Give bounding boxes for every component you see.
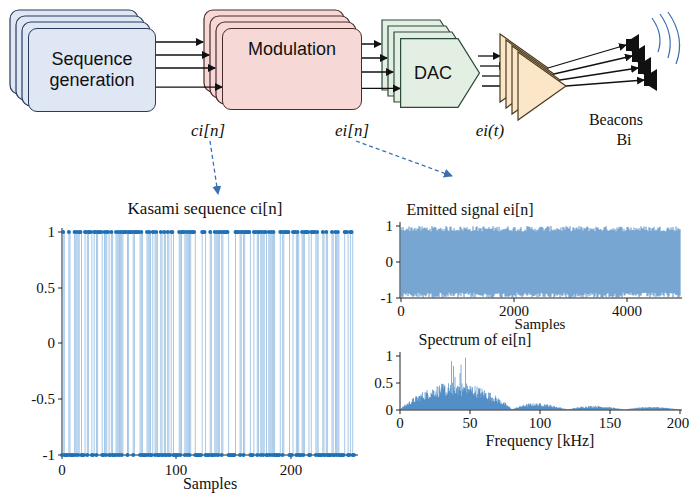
tick-label: 100 [529, 416, 552, 431]
signal-label: ei[n] [335, 122, 369, 139]
tick-label: Samples [515, 317, 566, 332]
callout-arrows [210, 141, 452, 194]
tick-label: 0 [396, 416, 404, 431]
process-box: Modulation [222, 28, 362, 110]
spectrum-trace [400, 358, 680, 410]
tick-label: 0 [386, 255, 394, 270]
node-text: Sequence generation [39, 49, 145, 91]
sound-waves [652, 12, 680, 64]
tick-label: 0 [386, 403, 394, 418]
tick-label: -1 [43, 448, 56, 463]
tick-label: 0 [58, 463, 66, 478]
tick-label: 1 [386, 349, 394, 364]
tick-label: 1 [48, 225, 56, 240]
dac-block: DAC [400, 38, 480, 108]
beacon-speakers [626, 34, 657, 91]
amplifier-triangles [500, 34, 566, 120]
tick-label: 0.5 [374, 376, 393, 391]
tick-label: 200 [667, 416, 690, 431]
kasami-stairs [62, 232, 354, 455]
axis-title: Frequency [kHz] [486, 433, 595, 449]
axis-title: Spectrum of ei[n] [419, 332, 532, 348]
signal-label: Beacons [589, 112, 643, 128]
process-box: Sequence generation [28, 28, 156, 112]
node-text: Modulation [248, 39, 336, 60]
tick-label: 0 [397, 304, 405, 319]
node-text: DAC [414, 63, 452, 84]
signal-label: ci[n] [191, 122, 225, 139]
tick-label: 50 [463, 416, 478, 431]
emitted-waveform [401, 226, 680, 298]
signal-label: Bi [616, 132, 631, 148]
signal-label: ei(t) [476, 122, 504, 139]
axis-title: Emitted signal ei[n] [406, 202, 533, 218]
tick-label: -0.5 [31, 392, 55, 407]
tick-label: 0.5 [36, 281, 55, 296]
axes [58, 222, 682, 459]
tick-label: 150 [599, 416, 622, 431]
arrow-connector [156, 86, 222, 87]
tick-label: 1 [386, 219, 394, 234]
tick-label: 0 [48, 336, 56, 351]
kasami-dots [60, 230, 356, 457]
tick-label: -1 [381, 291, 394, 306]
signal-plots [60, 226, 680, 457]
tick-label: 200 [280, 463, 303, 478]
parallel-arrows [138, 42, 644, 86]
arrow-connector [362, 88, 400, 89]
axis-title: Samples [183, 476, 237, 492]
axis-title: Kasami sequence ci[n] [128, 200, 283, 217]
tick-label: 4000 [612, 304, 642, 319]
